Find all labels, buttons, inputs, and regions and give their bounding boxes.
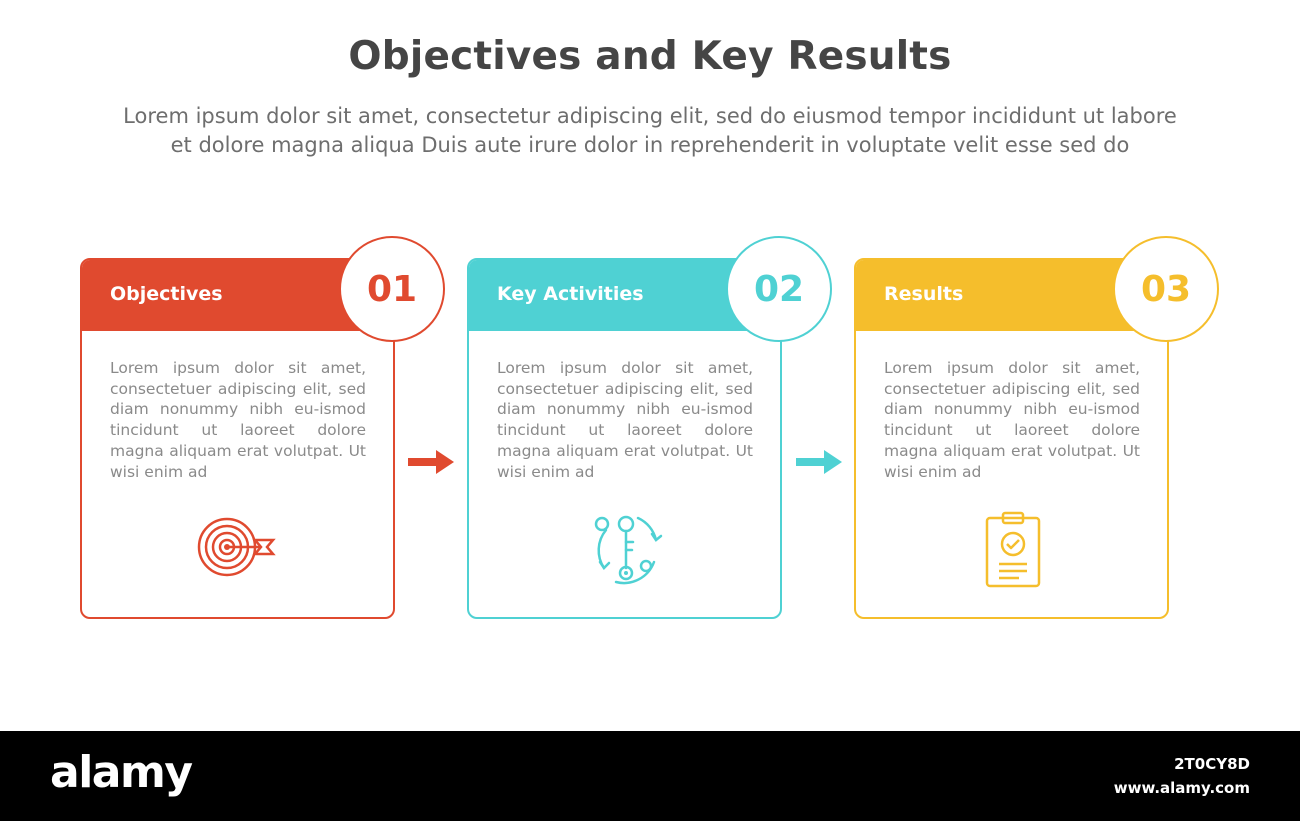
subtitle-line-1: Lorem ipsum dolor sit amet, consectetur … [123,104,1177,128]
step-label: Results [884,283,964,305]
page-title: Objectives and Key Results [348,34,952,79]
subtitle-line-2: et dolore magna aliqua Duis aute irure d… [170,133,1130,157]
page-subtitle: Lorem ipsum dolor sit amet, consectetur … [40,102,1260,160]
step-card-results: Results Lorem ipsum dolor sit amet, cons… [854,236,1219,619]
brand-logo: alamy [50,747,193,798]
clipboard-check-icon [985,511,1041,588]
step-label: Objectives [110,283,223,305]
step-card-frame: Results Lorem ipsum dolor sit amet, cons… [854,258,1169,619]
step-number-badge: 03 [1113,236,1219,342]
step-number-badge: 01 [339,236,445,342]
watermark-footer: alamy 2T0CY8D www.alamy.com [0,731,1300,821]
step-card-key-activities: Key Activities Lorem ipsum dolor sit ame… [467,236,832,619]
arrow-right-icon [796,450,842,474]
step-description: Lorem ipsum dolor sit amet, consectetuer… [110,359,366,481]
step-number-badge: 02 [726,236,832,342]
step-description: Lorem ipsum dolor sit amet, consectetuer… [497,359,753,481]
step-card-objectives: Objectives Lorem ipsum dolor sit amet, c… [80,236,445,619]
target-icon [197,517,276,577]
arrow-right-icon [408,450,454,474]
step-description: Lorem ipsum dolor sit amet, consectetuer… [884,359,1140,481]
step-card-frame: Key Activities Lorem ipsum dolor sit ame… [467,258,782,619]
step-card-frame: Objectives Lorem ipsum dolor sit amet, c… [80,258,395,619]
key-cycle-icon [594,515,663,585]
image-code: 2T0CY8D [1174,755,1250,773]
source-url: www.alamy.com [1113,779,1250,797]
step-label: Key Activities [497,283,644,305]
